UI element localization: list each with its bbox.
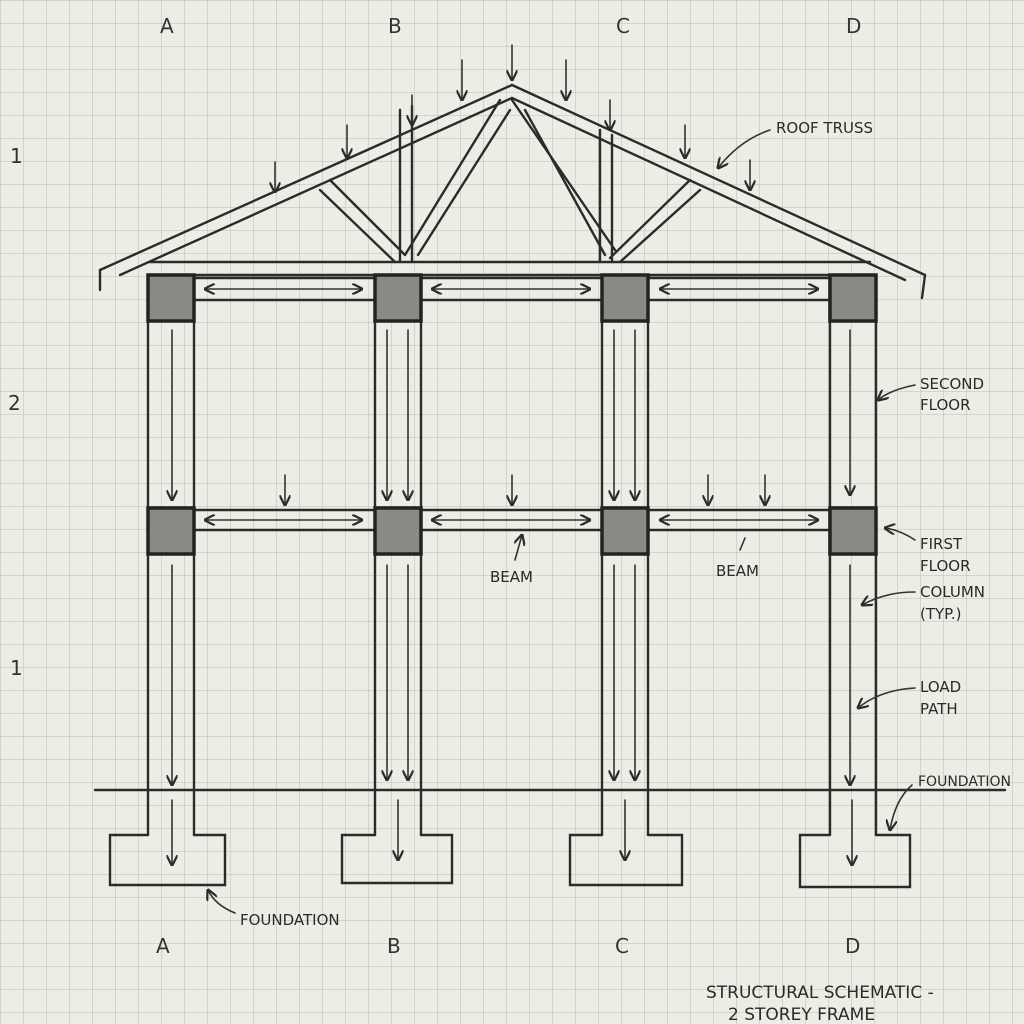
label-load-path: PATH (920, 700, 958, 718)
grid-letter: D (846, 14, 861, 38)
grid-letter: C (616, 14, 630, 38)
load-path-arrows (172, 329, 852, 865)
level-number: 1 (10, 656, 23, 680)
drawing-subtitle: 2 STOREY FRAME (728, 1005, 875, 1024)
grid-letters-top: A B C D (160, 14, 861, 38)
label-first-floor: FLOOR (920, 557, 971, 575)
grid-letter: A (156, 934, 170, 958)
roof-load-arrows (275, 44, 750, 192)
grid-letter: D (845, 934, 860, 958)
leader-arrows (208, 129, 916, 914)
joint-nodes (146, 273, 878, 556)
label-foundation-right: FOUNDATION (918, 774, 1011, 790)
floor-load-arrows (285, 474, 765, 505)
label-beam: BEAM (716, 562, 759, 580)
label-load-path: LOAD (920, 678, 961, 696)
drawing-title: STRUCTURAL SCHEMATIC - (706, 983, 934, 1003)
level-number: 1 (10, 144, 23, 168)
grid-letters-bottom: A B C D (156, 934, 860, 958)
level-numbers: 1 2 1 (8, 144, 23, 680)
label-column: (TYP.) (920, 605, 962, 623)
label-second-floor: SECOND (920, 375, 984, 393)
beams (192, 276, 832, 532)
grid-letter: B (387, 934, 401, 958)
beam-tick (739, 537, 746, 551)
label-foundation-bottom: FOUNDATION (240, 911, 340, 929)
label-beam: BEAM (490, 568, 533, 586)
label-column: COLUMN (920, 583, 985, 601)
footings (108, 833, 912, 889)
level-number: 2 (8, 391, 21, 415)
grid-letter: B (388, 14, 402, 38)
label-second-floor: FLOOR (920, 396, 971, 414)
label-first-floor: FIRST (920, 535, 963, 553)
grid-letter: C (615, 934, 629, 958)
columns (146, 318, 878, 837)
label-roof-truss: ROOF TRUSS (776, 119, 873, 137)
roof-truss (98, 83, 927, 300)
grid-letter: A (160, 14, 174, 38)
beam-force-arrows (205, 289, 818, 520)
